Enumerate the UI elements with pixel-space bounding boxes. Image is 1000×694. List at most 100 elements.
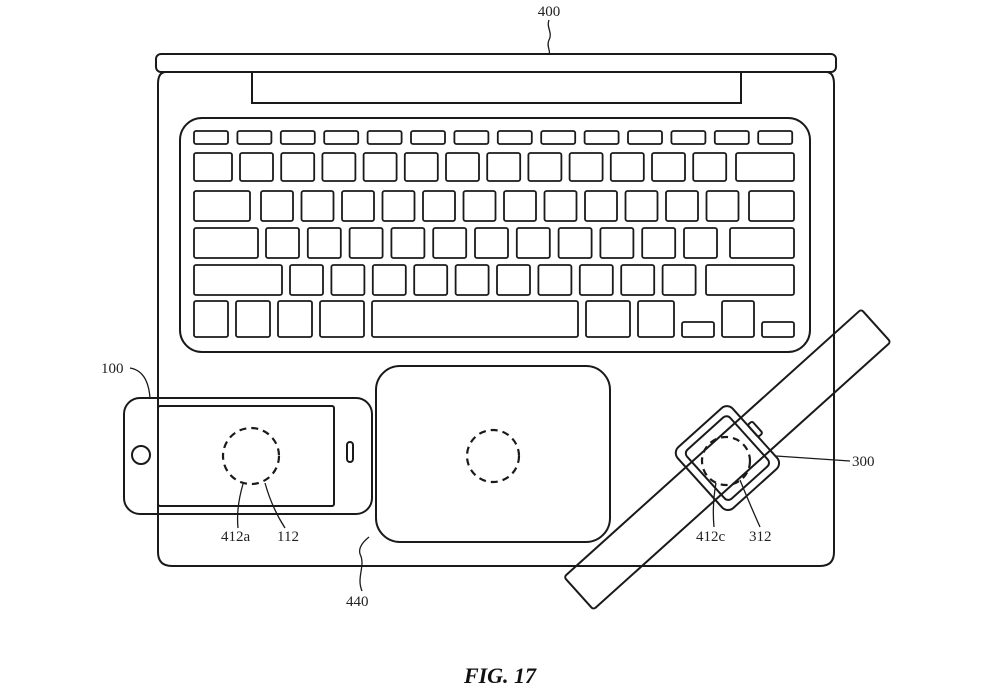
keyboard-key-60 xyxy=(454,264,490,296)
keyboard-key-7 xyxy=(496,130,533,145)
keyboard-key-63 xyxy=(578,264,614,296)
keyboard-key-65 xyxy=(661,264,697,296)
label-palm-rest: 440 xyxy=(346,594,369,610)
keyboard-key-56 xyxy=(289,264,324,296)
keyboard-key-1 xyxy=(236,130,273,145)
phone-device xyxy=(123,397,373,515)
keyboard-key-19 xyxy=(403,152,439,182)
keyboard-key-25 xyxy=(651,152,686,182)
keyboard-key-20 xyxy=(445,152,480,182)
watch-crown xyxy=(747,420,763,438)
keyboard-key-42 xyxy=(193,227,259,259)
laptop-base xyxy=(157,71,835,567)
keyboard-key-43 xyxy=(265,227,300,259)
keyboard-key-11 xyxy=(670,130,707,145)
keyboard-key-28 xyxy=(193,190,251,222)
trackpad xyxy=(375,365,611,543)
keyboard-key-71 xyxy=(371,300,579,338)
keyboard-key-18 xyxy=(362,152,398,182)
keyboard-key-14 xyxy=(193,152,233,182)
keyboard-key-33 xyxy=(422,190,456,222)
keyboard-key-53 xyxy=(683,227,718,259)
keyboard-key-58 xyxy=(371,264,407,296)
keyboard-key-66 xyxy=(705,264,795,296)
label-phone: 100 xyxy=(101,361,124,377)
keyboard-key-21 xyxy=(486,152,522,182)
keyboard-key-5 xyxy=(410,130,446,145)
keyboard-key-49 xyxy=(515,227,551,259)
keyboard-key-50 xyxy=(557,227,593,259)
phone-speaker xyxy=(346,441,354,463)
keyboard-key-15 xyxy=(239,152,274,182)
keyboard-key-59 xyxy=(413,264,449,296)
keyboard-key-45 xyxy=(348,227,384,259)
keyboard-key-35 xyxy=(503,190,537,222)
keyboard-key-61 xyxy=(496,264,531,296)
keyboard-key-68 xyxy=(235,300,271,338)
label-phone-coil-2: 112 xyxy=(277,529,299,545)
label-phone-coil: 412a xyxy=(221,529,251,545)
keyboard-key-8 xyxy=(540,130,577,145)
keyboard-key-32 xyxy=(381,190,416,222)
keyboard-key-38 xyxy=(624,190,659,222)
keyboard-key-30 xyxy=(300,190,335,222)
keyboard-key-41 xyxy=(748,190,795,222)
label-laptop: 400 xyxy=(538,4,561,20)
label-watch-coil-2: 312 xyxy=(749,529,772,545)
keyboard-key-2 xyxy=(279,130,316,145)
keyboard-key-37 xyxy=(584,190,618,222)
watch-device xyxy=(564,309,891,610)
keyboard-key-13 xyxy=(757,130,794,145)
keyboard-key-62 xyxy=(537,264,573,296)
keyboard-key-31 xyxy=(341,190,375,222)
label-watch-coil: 412c xyxy=(696,529,726,545)
keyboard-key-51 xyxy=(599,227,635,259)
keyboard-key-72 xyxy=(585,300,631,338)
keyboard-key-64 xyxy=(620,264,656,296)
watch-charging-coil xyxy=(700,435,752,487)
keyboard-key-10 xyxy=(627,130,663,145)
keyboard-key-39 xyxy=(665,190,699,222)
keyboard-key-55 xyxy=(193,264,283,296)
keyboard-key-16 xyxy=(280,152,316,182)
keyboard-key-23 xyxy=(568,152,604,182)
keyboard-key-76 xyxy=(761,321,795,338)
label-watch: 300 xyxy=(852,454,875,470)
keyboard-key-4 xyxy=(366,130,403,145)
keyboard-key-3 xyxy=(323,130,360,145)
keyboard-key-52 xyxy=(641,227,677,259)
keyboard-key-57 xyxy=(330,264,366,296)
keyboard-key-12 xyxy=(713,130,750,145)
keyboard-key-69 xyxy=(277,300,313,338)
keyboard-key-22 xyxy=(527,152,563,182)
keyboard-key-73 xyxy=(637,300,675,338)
keyboard-key-44 xyxy=(306,227,342,259)
keyboard-key-74 xyxy=(681,321,715,338)
keyboard-key-70 xyxy=(319,300,365,338)
laptop-lid xyxy=(155,53,837,104)
keyboard-key-75 xyxy=(721,300,755,338)
keyboard-key-67 xyxy=(193,300,229,338)
keyboard-key-54 xyxy=(729,227,795,259)
keyboard-key-27 xyxy=(735,152,795,182)
keyboard xyxy=(179,117,811,353)
keyboard-key-17 xyxy=(321,152,357,182)
keyboard-key-26 xyxy=(692,152,728,182)
keyboard-key-29 xyxy=(260,190,294,222)
trackpad-charging-coil xyxy=(465,428,521,484)
figure-caption: FIG. 17 xyxy=(463,663,537,688)
phone-charging-coil xyxy=(221,426,281,486)
keyboard-key-0 xyxy=(193,130,229,145)
keyboard-key-24 xyxy=(609,152,645,182)
keyboard-key-46 xyxy=(390,227,426,259)
watch-band xyxy=(564,309,891,610)
keyboard-key-48 xyxy=(474,227,509,259)
keyboard-key-40 xyxy=(705,190,740,222)
keyboard-key-34 xyxy=(462,190,497,222)
keyboard-key-47 xyxy=(432,227,468,259)
keyboard-key-9 xyxy=(583,130,620,145)
keyboard-keys xyxy=(193,130,795,338)
leader-lines xyxy=(129,19,851,592)
keyboard-key-6 xyxy=(453,130,490,145)
